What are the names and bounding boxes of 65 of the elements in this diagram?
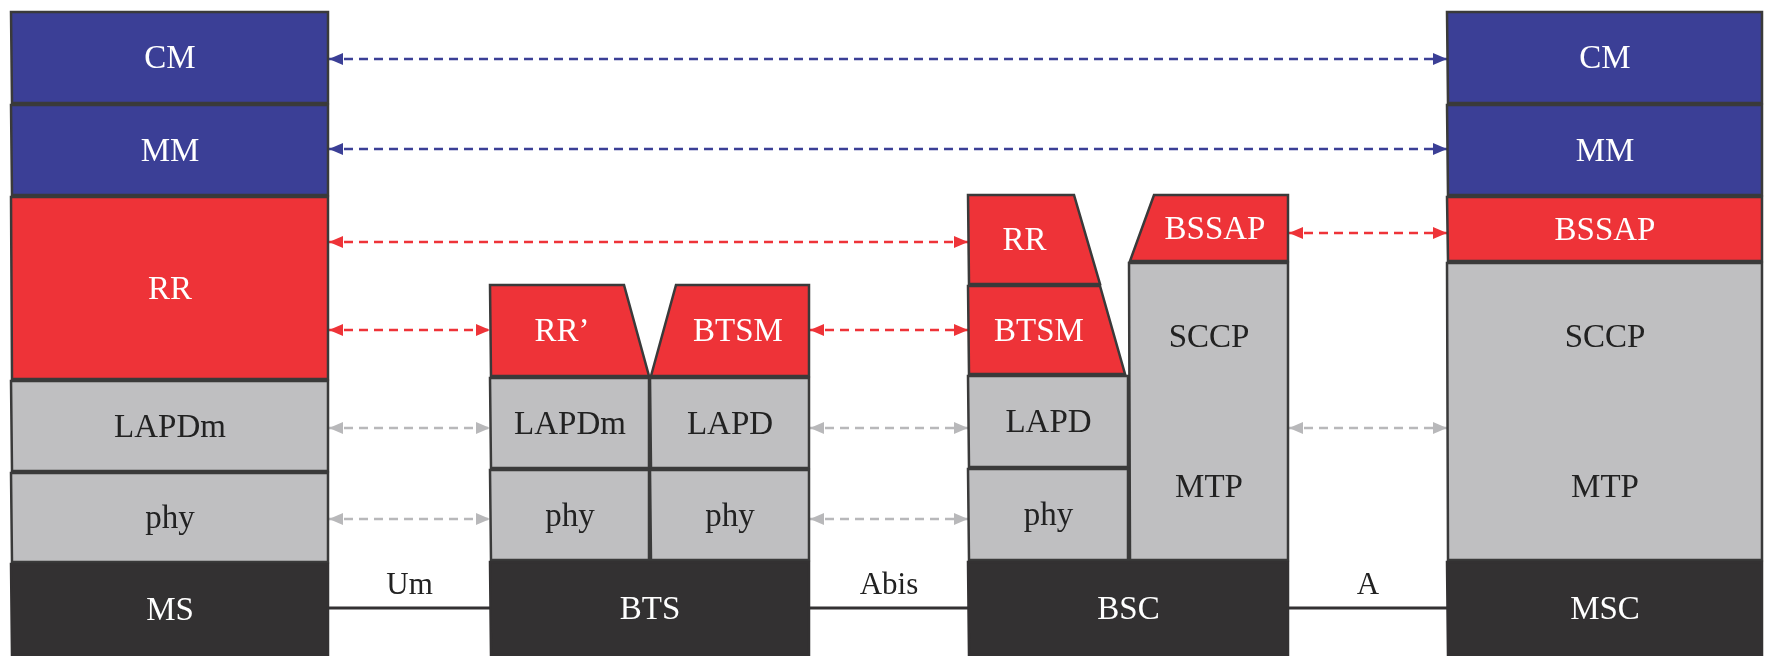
layer-label: BTSM (994, 313, 1084, 347)
protocol-layer-box (968, 194, 1101, 285)
protocol-layer-box (650, 377, 810, 469)
network-element-box (968, 561, 1289, 656)
layer-label: RR (148, 271, 192, 305)
layer-label: MTP (1571, 469, 1639, 503)
element-name: BTS (619, 592, 681, 625)
dashed-arrow (329, 236, 968, 248)
layer-label: phy (1023, 498, 1074, 531)
dashed-arrow (329, 513, 490, 525)
protocol-layer-box (650, 284, 810, 377)
layer-label: LAPDm (114, 409, 226, 443)
link-line (810, 606, 968, 610)
layer-label: LAPDm (514, 406, 626, 440)
layer-label: phy (545, 498, 595, 532)
protocol-layer-box (650, 469, 810, 561)
layer-label: CM (1579, 41, 1631, 74)
protocol-layer-box (1129, 194, 1289, 262)
layer-label: LAPD (686, 406, 774, 440)
element-name: MSC (1570, 592, 1640, 625)
layer-label: CM (144, 41, 196, 74)
protocol-layer-box (11, 472, 329, 563)
dashed-arrow (329, 422, 490, 434)
layer-label: SCCP (1564, 320, 1646, 354)
dashed-arrow (810, 422, 968, 434)
layer-label: phy (705, 498, 755, 532)
layer-label: BSSAP (1554, 212, 1656, 246)
protocol-layer-box (11, 380, 329, 472)
protocol-layer-box (968, 375, 1129, 468)
protocol-layer-box (1447, 11, 1763, 104)
layer-label: RR (1002, 223, 1047, 256)
layer-label: phy (145, 501, 195, 534)
layer-label: MM (140, 133, 200, 167)
link-line (1289, 606, 1447, 610)
protocol-layer-box (1447, 262, 1763, 561)
protocol-layer-box (1447, 196, 1763, 262)
protocol-layer-box (1129, 262, 1289, 561)
protocol-layer-box (968, 468, 1129, 561)
dashed-arrow (1289, 227, 1447, 239)
protocol-layer-box (1447, 104, 1763, 196)
dashed-arrow (1289, 422, 1447, 434)
dashed-arrow (329, 53, 1447, 65)
layer-label: BTSM (693, 314, 783, 347)
dashed-arrow (810, 513, 968, 525)
network-element-box (11, 563, 329, 656)
dashed-arrow (329, 324, 490, 336)
layer-label: LAPD (1005, 405, 1092, 438)
layer-label: RR’ (534, 314, 590, 347)
protocol-layer-box (11, 196, 329, 380)
protocol-layer-box (490, 284, 650, 377)
protocol-layer-box (11, 11, 329, 104)
protocol-layer-box (490, 377, 650, 469)
network-element-box (490, 561, 810, 656)
element-name: BSC (1097, 592, 1160, 625)
dashed-arrow (329, 143, 1447, 155)
dashed-arrow (810, 324, 968, 336)
protocol-layer-box (490, 469, 650, 561)
protocol-layer-box (968, 285, 1126, 375)
layer-label: MM (1575, 133, 1635, 167)
protocol-layer-box (11, 104, 329, 196)
element-name: MS (146, 593, 194, 626)
layer-label: SCCP (1168, 320, 1250, 354)
layer-label: BSSAP (1164, 211, 1266, 245)
link-line (329, 606, 490, 610)
layer-label: MTP (1175, 469, 1243, 503)
